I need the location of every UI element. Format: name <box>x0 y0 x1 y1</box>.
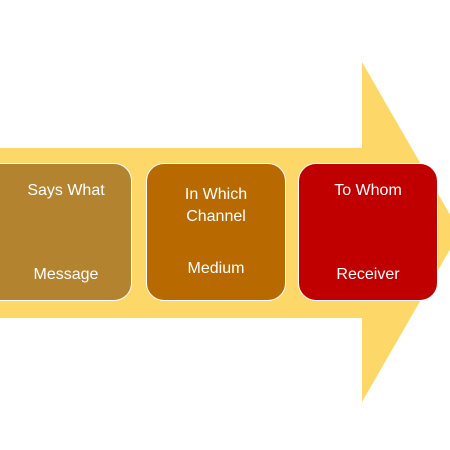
message-box-title: Says What <box>27 182 105 199</box>
medium-box-title: In Which Channel <box>184 186 248 225</box>
medium-box: In Which Channel Medium <box>146 163 286 301</box>
medium-box-subtitle: Medium <box>187 260 245 277</box>
receiver-box: To Whom Receiver <box>298 163 438 301</box>
message-box-subtitle: Message <box>33 266 99 283</box>
receiver-box-title: To Whom <box>334 182 402 199</box>
message-box: Says What Message <box>0 163 132 301</box>
receiver-box-subtitle: Receiver <box>336 266 400 283</box>
